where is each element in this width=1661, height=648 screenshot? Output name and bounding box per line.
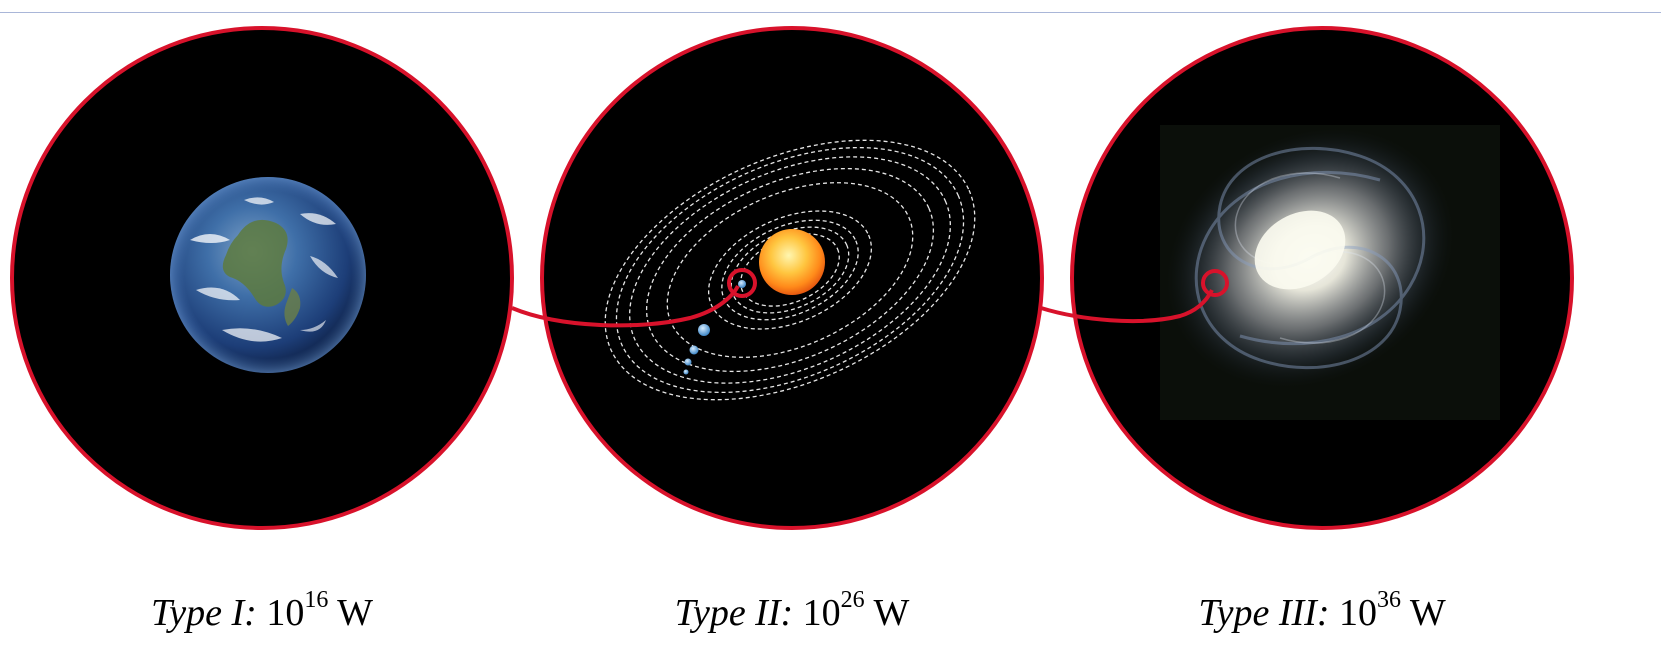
top-divider-line <box>0 12 1661 13</box>
power-exponent: 36 <box>1376 587 1401 613</box>
planet-icon <box>684 358 692 366</box>
power-base: 10 <box>1338 592 1377 634</box>
power-unit: W <box>1409 592 1446 634</box>
type-1-panel <box>10 26 514 530</box>
type-2-caption: Type II: 1026 W <box>592 588 992 648</box>
earth-icon <box>170 177 366 373</box>
power-exponent: 16 <box>304 587 329 613</box>
type-1-caption: Type I: 1016 W <box>62 588 462 648</box>
planet-icon <box>689 345 699 355</box>
planet-icon <box>738 280 746 288</box>
power-base: 10 <box>266 592 305 634</box>
type-label: Type II: <box>674 592 794 634</box>
sun-icon <box>759 229 825 295</box>
type-3-caption: Type III: 1036 W <box>1122 588 1522 648</box>
type-label: Type I: <box>150 592 257 634</box>
zoom-connector <box>1040 269 1229 324</box>
planet-icon <box>698 324 710 336</box>
type-3-panel <box>1070 26 1574 530</box>
power-exponent: 26 <box>840 587 865 613</box>
spiral-galaxy-icon <box>1160 125 1500 420</box>
kardashev-scale-diagram <box>10 26 1574 530</box>
type-label: Type III: <box>1198 592 1330 634</box>
zoom-connector <box>511 268 757 328</box>
power-unit: W <box>873 592 910 634</box>
zoom-marker-ring <box>1201 269 1229 297</box>
zoom-marker-ring <box>727 268 757 298</box>
power-base: 10 <box>802 592 841 634</box>
planet-icon <box>683 369 689 375</box>
type-2-panel <box>540 26 1044 530</box>
power-unit: W <box>337 592 374 634</box>
